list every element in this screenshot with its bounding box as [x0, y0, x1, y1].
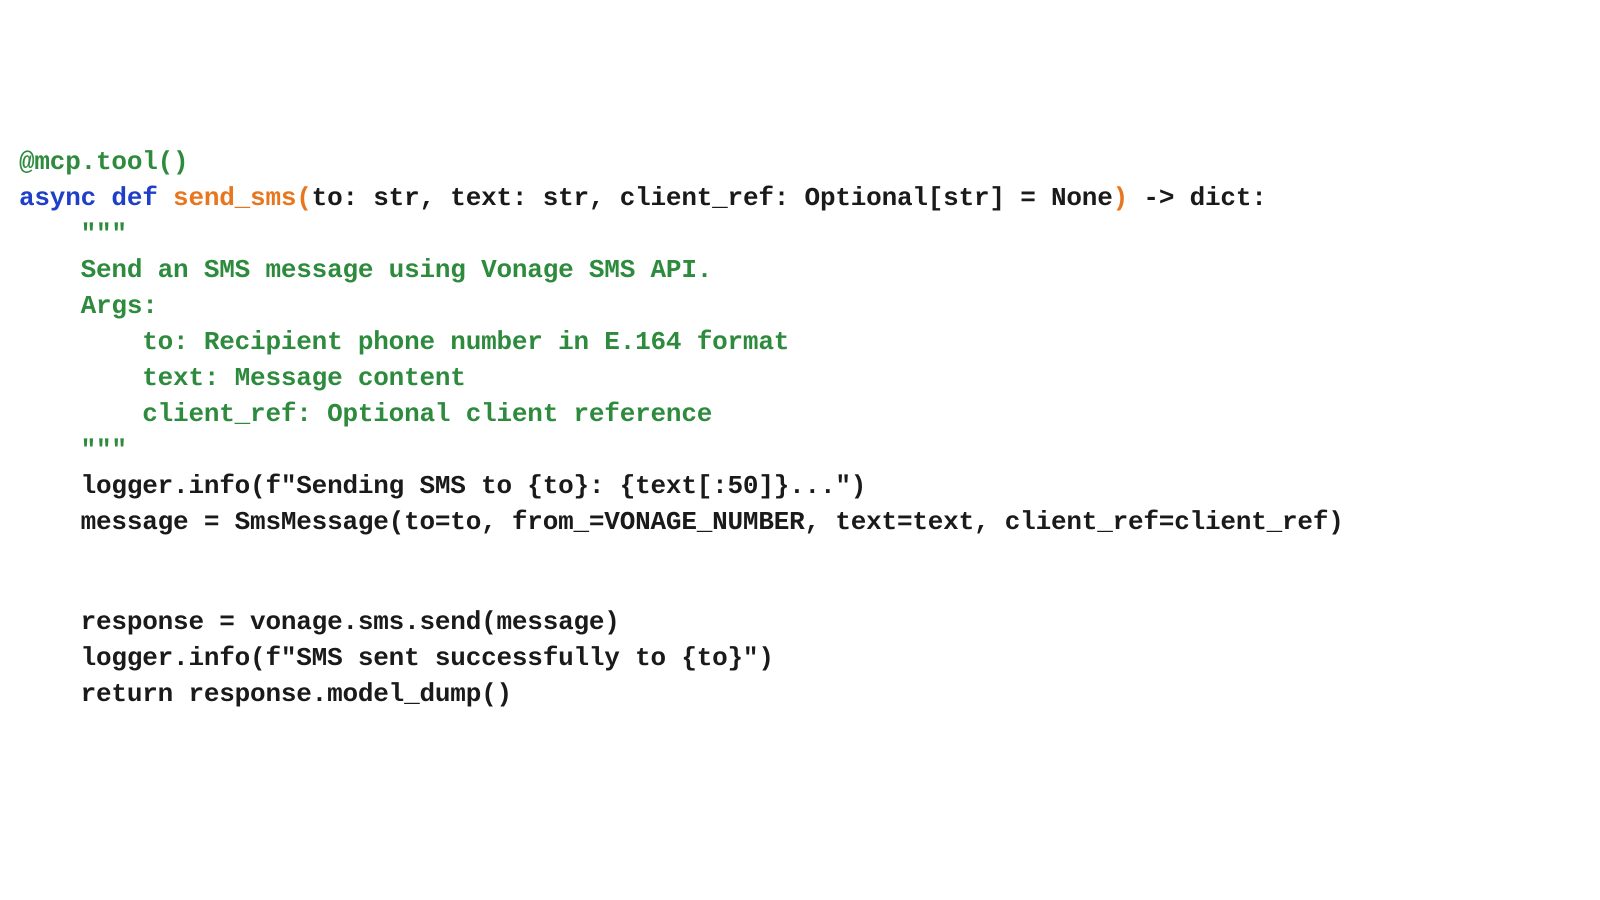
code-token-plain: response = vonage.sms.send(message): [80, 607, 620, 637]
code-indent: [19, 291, 81, 321]
code-line: """: [19, 216, 1594, 252]
code-token-docstring: client_ref: Optional client reference: [142, 399, 713, 429]
code-line: return response.model_dump(): [19, 676, 1594, 712]
code-indent: [19, 399, 142, 429]
code-token-plain: [96, 183, 111, 213]
code-line: @mcp.tool(): [19, 144, 1594, 180]
code-block: @mcp.tool()async def send_sms(to: str, t…: [19, 144, 1594, 712]
code-line: client_ref: Optional client reference: [19, 396, 1594, 432]
code-token-plain: [158, 183, 173, 213]
code-line: Send an SMS message using Vonage SMS API…: [19, 252, 1594, 288]
code-token-docstring: text: Message content: [142, 363, 466, 393]
code-indent: [19, 255, 81, 285]
code-indent: [19, 471, 81, 501]
code-token-docstring: """: [80, 435, 127, 465]
code-token-keyword: async: [19, 183, 97, 213]
code-line: response = vonage.sms.send(message): [19, 604, 1594, 640]
code-line: async def send_sms(to: str, text: str, c…: [19, 180, 1594, 216]
code-line: to: Recipient phone number in E.164 form…: [19, 324, 1594, 360]
code-token-function: ): [1112, 183, 1129, 213]
code-token-docstring: """: [80, 219, 127, 249]
code-token-decorator: @mcp.tool(): [19, 147, 189, 177]
code-line: logger.info(f"SMS sent successfully to {…: [19, 640, 1594, 676]
code-indent: [19, 435, 81, 465]
code-token-docstring: Args:: [80, 291, 158, 321]
code-indent: [19, 363, 142, 393]
code-token-plain: logger.info(f"Sending SMS to {to}: {text…: [80, 471, 867, 501]
code-line: """: [19, 432, 1594, 468]
code-token-docstring: to: Recipient phone number in E.164 form…: [142, 327, 790, 357]
code-token-plain: message = SmsMessage(to=to, from_=VONAGE…: [80, 507, 1344, 537]
code-indent: [19, 219, 81, 249]
code-token-docstring: Send an SMS message using Vonage SMS API…: [80, 255, 713, 285]
code-indent: [19, 643, 81, 673]
code-line: Args:: [19, 288, 1594, 324]
code-indent: [19, 679, 81, 709]
code-line: message = SmsMessage(to=to, from_=VONAGE…: [19, 504, 1594, 540]
code-token-plain: return response.model_dump(): [80, 679, 512, 709]
code-token-plain: logger.info(f"SMS sent successfully to {…: [80, 643, 774, 673]
code-token-plain: -> dict:: [1128, 183, 1267, 213]
code-token-plain: to: str, text: str, client_ref: Optional…: [311, 183, 1113, 213]
code-indent: [19, 507, 81, 537]
code-indent: [19, 327, 142, 357]
code-token-keyword: def: [111, 183, 158, 213]
code-token-function: send_sms(: [173, 183, 312, 213]
code-line: text: Message content: [19, 360, 1594, 396]
code-line: logger.info(f"Sending SMS to {to}: {text…: [19, 468, 1594, 504]
code-indent: [19, 607, 81, 637]
code-blank-line: [19, 540, 1594, 604]
